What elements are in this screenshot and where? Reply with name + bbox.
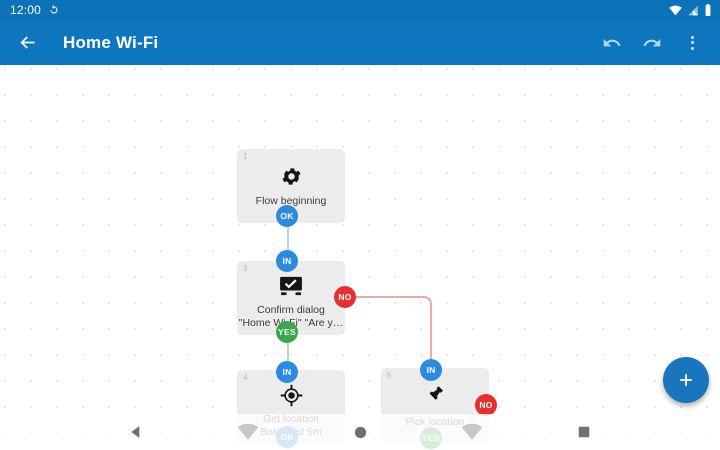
nav-recents-icon[interactable] — [564, 417, 604, 447]
arrow-back-icon[interactable] — [14, 30, 40, 56]
overflow-menu-icon[interactable] — [680, 31, 704, 55]
nav-ime-wifi-icon[interactable] — [228, 417, 268, 447]
app-bar-actions — [600, 31, 708, 55]
dot-2 — [690, 41, 694, 44]
status-bar: 12:00 — [0, 0, 720, 20]
confirm-dialog-icon — [279, 273, 303, 299]
node-number: 5 — [387, 371, 392, 380]
pushpin-icon — [424, 382, 447, 408]
wifi-icon — [669, 5, 682, 16]
app-bar: Home Wi-Fi — [0, 20, 720, 65]
status-right-icons — [669, 4, 712, 16]
node-number: 1 — [243, 152, 248, 161]
port-ok-node-1[interactable]: OK — [276, 205, 298, 227]
plus-icon — [676, 370, 696, 390]
port-in-node-5[interactable]: IN — [420, 359, 442, 381]
nav-ime-wifi-icon-2[interactable] — [452, 417, 492, 447]
node-label: Confirm dialog — [257, 304, 325, 316]
nav-home-icon[interactable] — [340, 417, 380, 447]
gear-icon — [280, 163, 303, 189]
signal-icon — [687, 5, 699, 16]
node-label: Flow beginning — [255, 195, 327, 207]
status-clock: 12:00 — [10, 3, 42, 17]
wire-3yes-to-4 — [287, 332, 289, 379]
node-content: Flow beginning — [237, 163, 345, 208]
flow-node-3[interactable]: 3 Confirm dialog "Home Wi-Fi" "Are y… — [237, 261, 345, 335]
node-number: 4 — [243, 373, 248, 382]
node-number: 3 — [243, 264, 248, 273]
overflow-dots — [682, 33, 702, 53]
system-navigation-bar — [0, 414, 720, 450]
port-in-node-4[interactable]: IN — [276, 361, 298, 383]
battery-icon — [704, 4, 712, 16]
node-content: Confirm dialog "Home Wi-Fi" "Are y… — [237, 273, 345, 330]
add-flow-element-fab[interactable] — [663, 357, 709, 403]
redo-icon[interactable] — [640, 31, 664, 55]
port-in-node-3[interactable]: IN — [276, 250, 298, 272]
dot-3 — [690, 46, 694, 50]
wire-1-to-3 — [287, 215, 289, 267]
port-no-node-5[interactable]: NO — [475, 394, 497, 416]
port-no-node-3[interactable]: NO — [334, 286, 356, 308]
location-crosshair-icon — [280, 382, 303, 408]
undo-icon[interactable] — [600, 31, 624, 55]
rotate-icon — [48, 4, 60, 16]
nav-back-icon[interactable] — [116, 417, 156, 447]
port-yes-node-3[interactable]: YES — [276, 321, 298, 343]
status-left-icons — [48, 4, 60, 16]
page-title: Home Wi-Fi — [63, 32, 159, 52]
dot-1 — [690, 35, 694, 39]
flow-canvas[interactable]: 1 Flow beginning OK IN 3 Confirm dia — [0, 65, 720, 450]
